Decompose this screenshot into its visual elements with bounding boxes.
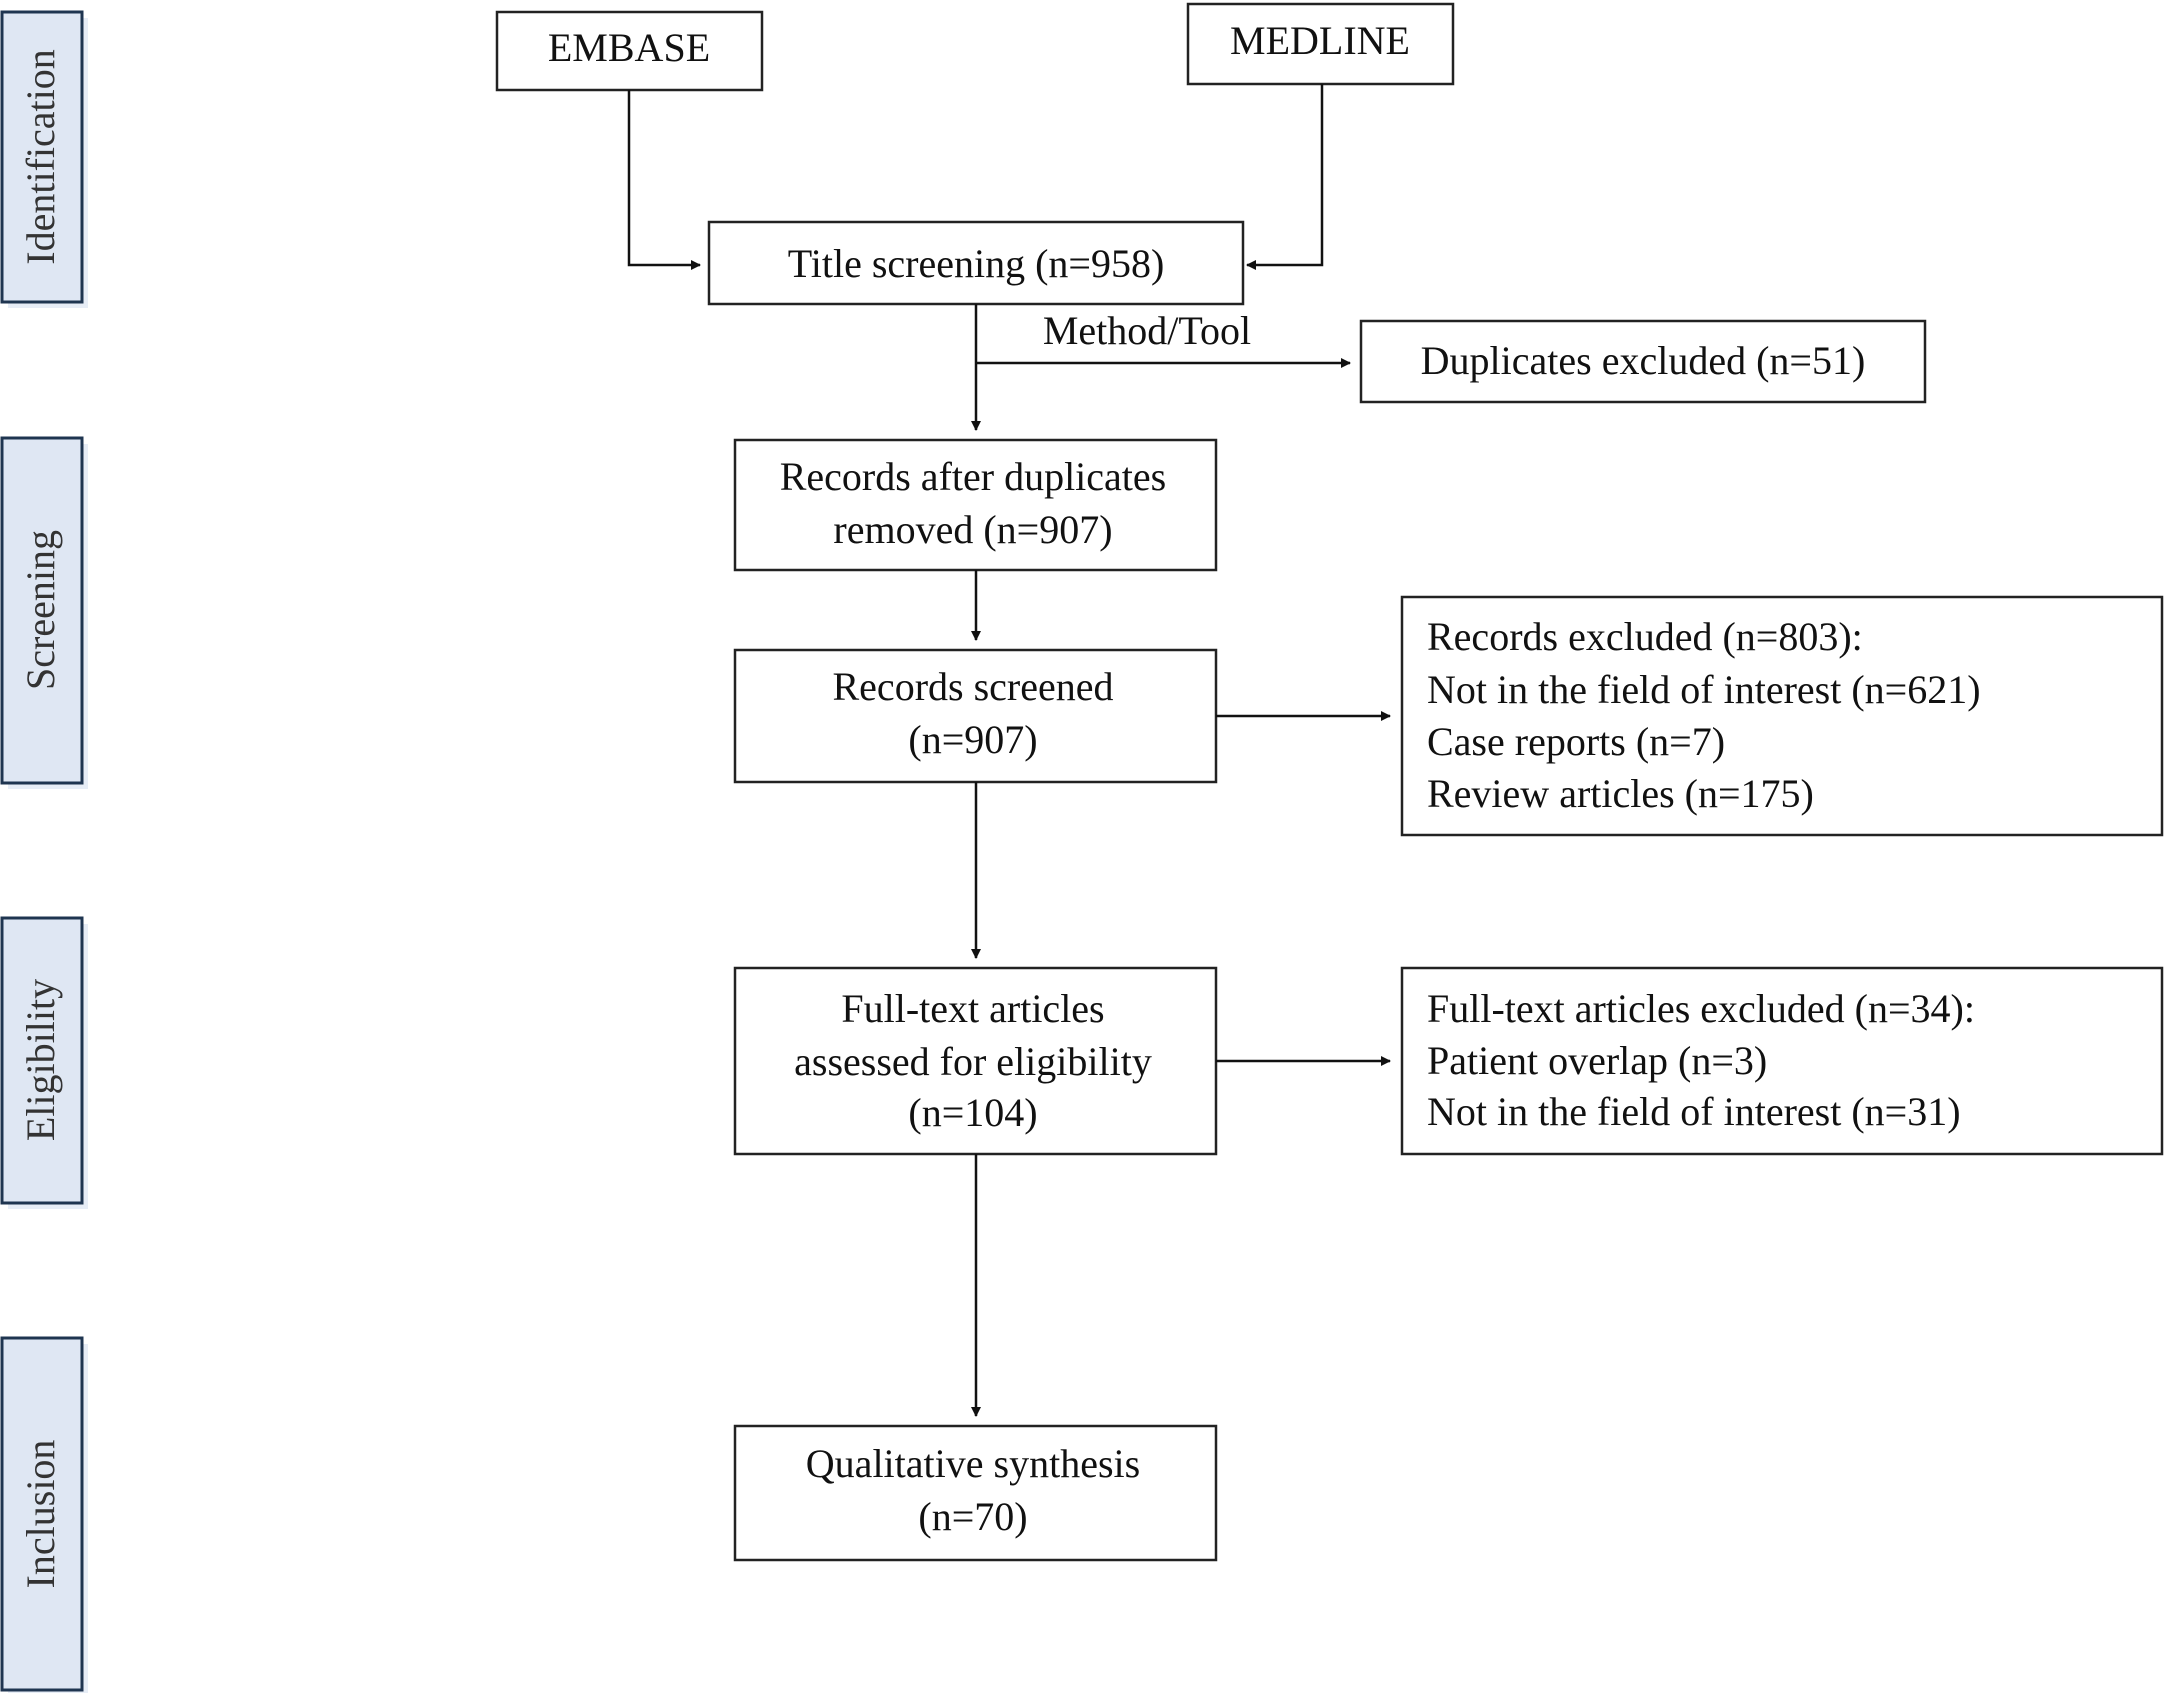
medline-label: MEDLINE [1230, 18, 1410, 63]
fulltext-assessed-line3: (n=104) [908, 1090, 1037, 1135]
phase-inclusion-label: Inclusion [18, 1440, 63, 1589]
qualitative-synthesis-line2: (n=70) [918, 1494, 1027, 1539]
records-excluded-line: Not in the field of interest (n=621) [1427, 667, 1981, 712]
fulltext-assessed-line1: Full-text articles [841, 986, 1104, 1031]
medline-connector [1246, 84, 1324, 270]
phase-identification-label: Identification [18, 49, 63, 264]
phase-eligibility-label: Eligibility [18, 979, 63, 1141]
records-excluded-box: Records excluded (n=803): Not in the fie… [1400, 595, 2164, 837]
fulltext-excluded-line: Patient overlap (n=3) [1427, 1038, 1767, 1083]
fulltext-excluded-line: Full-text articles excluded (n=34): [1427, 986, 1975, 1031]
title-screening-label: Title screening (n=958) [788, 241, 1165, 286]
records-excluded-line: Records excluded (n=803): [1427, 614, 1863, 659]
title-screening-box: Title screening (n=958) [707, 220, 1245, 306]
records-screened-box: Records screened (n=907) [733, 648, 1218, 784]
qualitative-synthesis-box: Qualitative synthesis (n=70) [733, 1424, 1218, 1562]
embase-box: EMBASE [495, 10, 764, 92]
phase-inclusion: Inclusion [0, 1336, 88, 1693]
phase-screening-label: Screening [18, 530, 63, 690]
fulltext-excluded-line: Not in the field of interest (n=31) [1427, 1089, 1961, 1134]
medline-box: MEDLINE [1186, 2, 1455, 86]
after-duplicates-line2: removed (n=907) [833, 507, 1112, 552]
phase-screening: Screening [0, 436, 88, 789]
after-duplicates-line1: Records after duplicates [780, 454, 1167, 499]
records-screened-line1: Records screened [833, 664, 1114, 709]
fulltext-assessed-box: Full-text articles assessed for eligibil… [733, 966, 1218, 1156]
phase-identification: Identification [0, 10, 88, 308]
after-duplicates-box: Records after duplicates removed (n=907) [733, 438, 1218, 572]
records-screened-line2: (n=907) [908, 717, 1037, 762]
records-excluded-line: Review articles (n=175) [1427, 771, 1814, 816]
fulltext-assessed-line2: assessed for eligibility [794, 1039, 1152, 1084]
embase-label: EMBASE [548, 25, 710, 70]
embase-connector [627, 90, 701, 270]
records-excluded-line: Case reports (n=7) [1427, 719, 1725, 764]
qualitative-synthesis-line1: Qualitative synthesis [806, 1441, 1140, 1486]
phase-eligibility: Eligibility [0, 916, 88, 1209]
fulltext-excluded-box: Full-text articles excluded (n=34): Pati… [1400, 966, 2164, 1156]
duplicates-excluded-box: Duplicates excluded (n=51) [1359, 319, 1927, 404]
duplicates-excluded-label: Duplicates excluded (n=51) [1421, 338, 1866, 383]
method-tool-label: Method/Tool [1043, 308, 1251, 353]
